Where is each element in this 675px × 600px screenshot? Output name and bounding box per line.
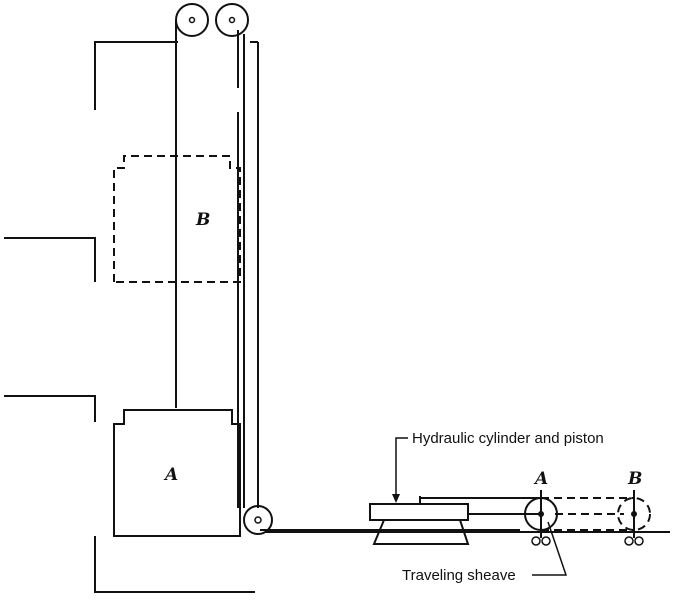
traveling-sheave-callout: Traveling sheave: [402, 521, 568, 584]
car-b-label: B: [195, 210, 210, 230]
shaft-top-left-wall: [94, 41, 178, 110]
sheave-b-roller-right: [634, 536, 644, 546]
sheave-a-label: A: [533, 469, 548, 489]
sheave-b-roller-left: [624, 536, 634, 546]
sheave-b-label: B: [627, 469, 642, 489]
pit-bottom: [94, 536, 255, 593]
traveling-sheave-b-wheel: [617, 497, 651, 531]
car-position-a: A: [113, 409, 241, 537]
sheave-a-roller-left: [531, 536, 541, 546]
traveling-sheave-leader-line: [532, 521, 568, 576]
cylinder-body: [369, 503, 469, 521]
traveling-sheave-label: Traveling sheave: [402, 567, 516, 584]
car-b-outline: [113, 155, 241, 283]
car-position-b: B: [113, 155, 241, 283]
cylinder-base: [372, 519, 470, 545]
overhead-sheave-left: [175, 3, 209, 37]
hydraulic-leader-line: [395, 437, 408, 498]
bottom-sheave-wheel: [243, 505, 273, 535]
ropes: [175, 20, 520, 531]
bottom-sheave-hub: [254, 516, 262, 524]
hydraulic-callout: Hydraulic cylinder and piston: [392, 430, 604, 503]
car-a-outline: [113, 409, 241, 537]
floor-upper-ledge: [4, 237, 96, 282]
hydraulic-label: Hydraulic cylinder and piston: [412, 430, 604, 447]
bottom-sheave: [243, 505, 273, 535]
traveling-sheave-b: B: [541, 469, 651, 546]
car-a-label: A: [163, 465, 178, 485]
sheave-a-roller-right: [541, 536, 551, 546]
floor-lower-ledge: [4, 395, 96, 422]
hydraulic-cylinder: [369, 496, 540, 545]
overhead-sheave-right: [215, 3, 249, 37]
hydraulic-arrowhead: [392, 494, 400, 503]
shaft-walls: [4, 41, 670, 593]
